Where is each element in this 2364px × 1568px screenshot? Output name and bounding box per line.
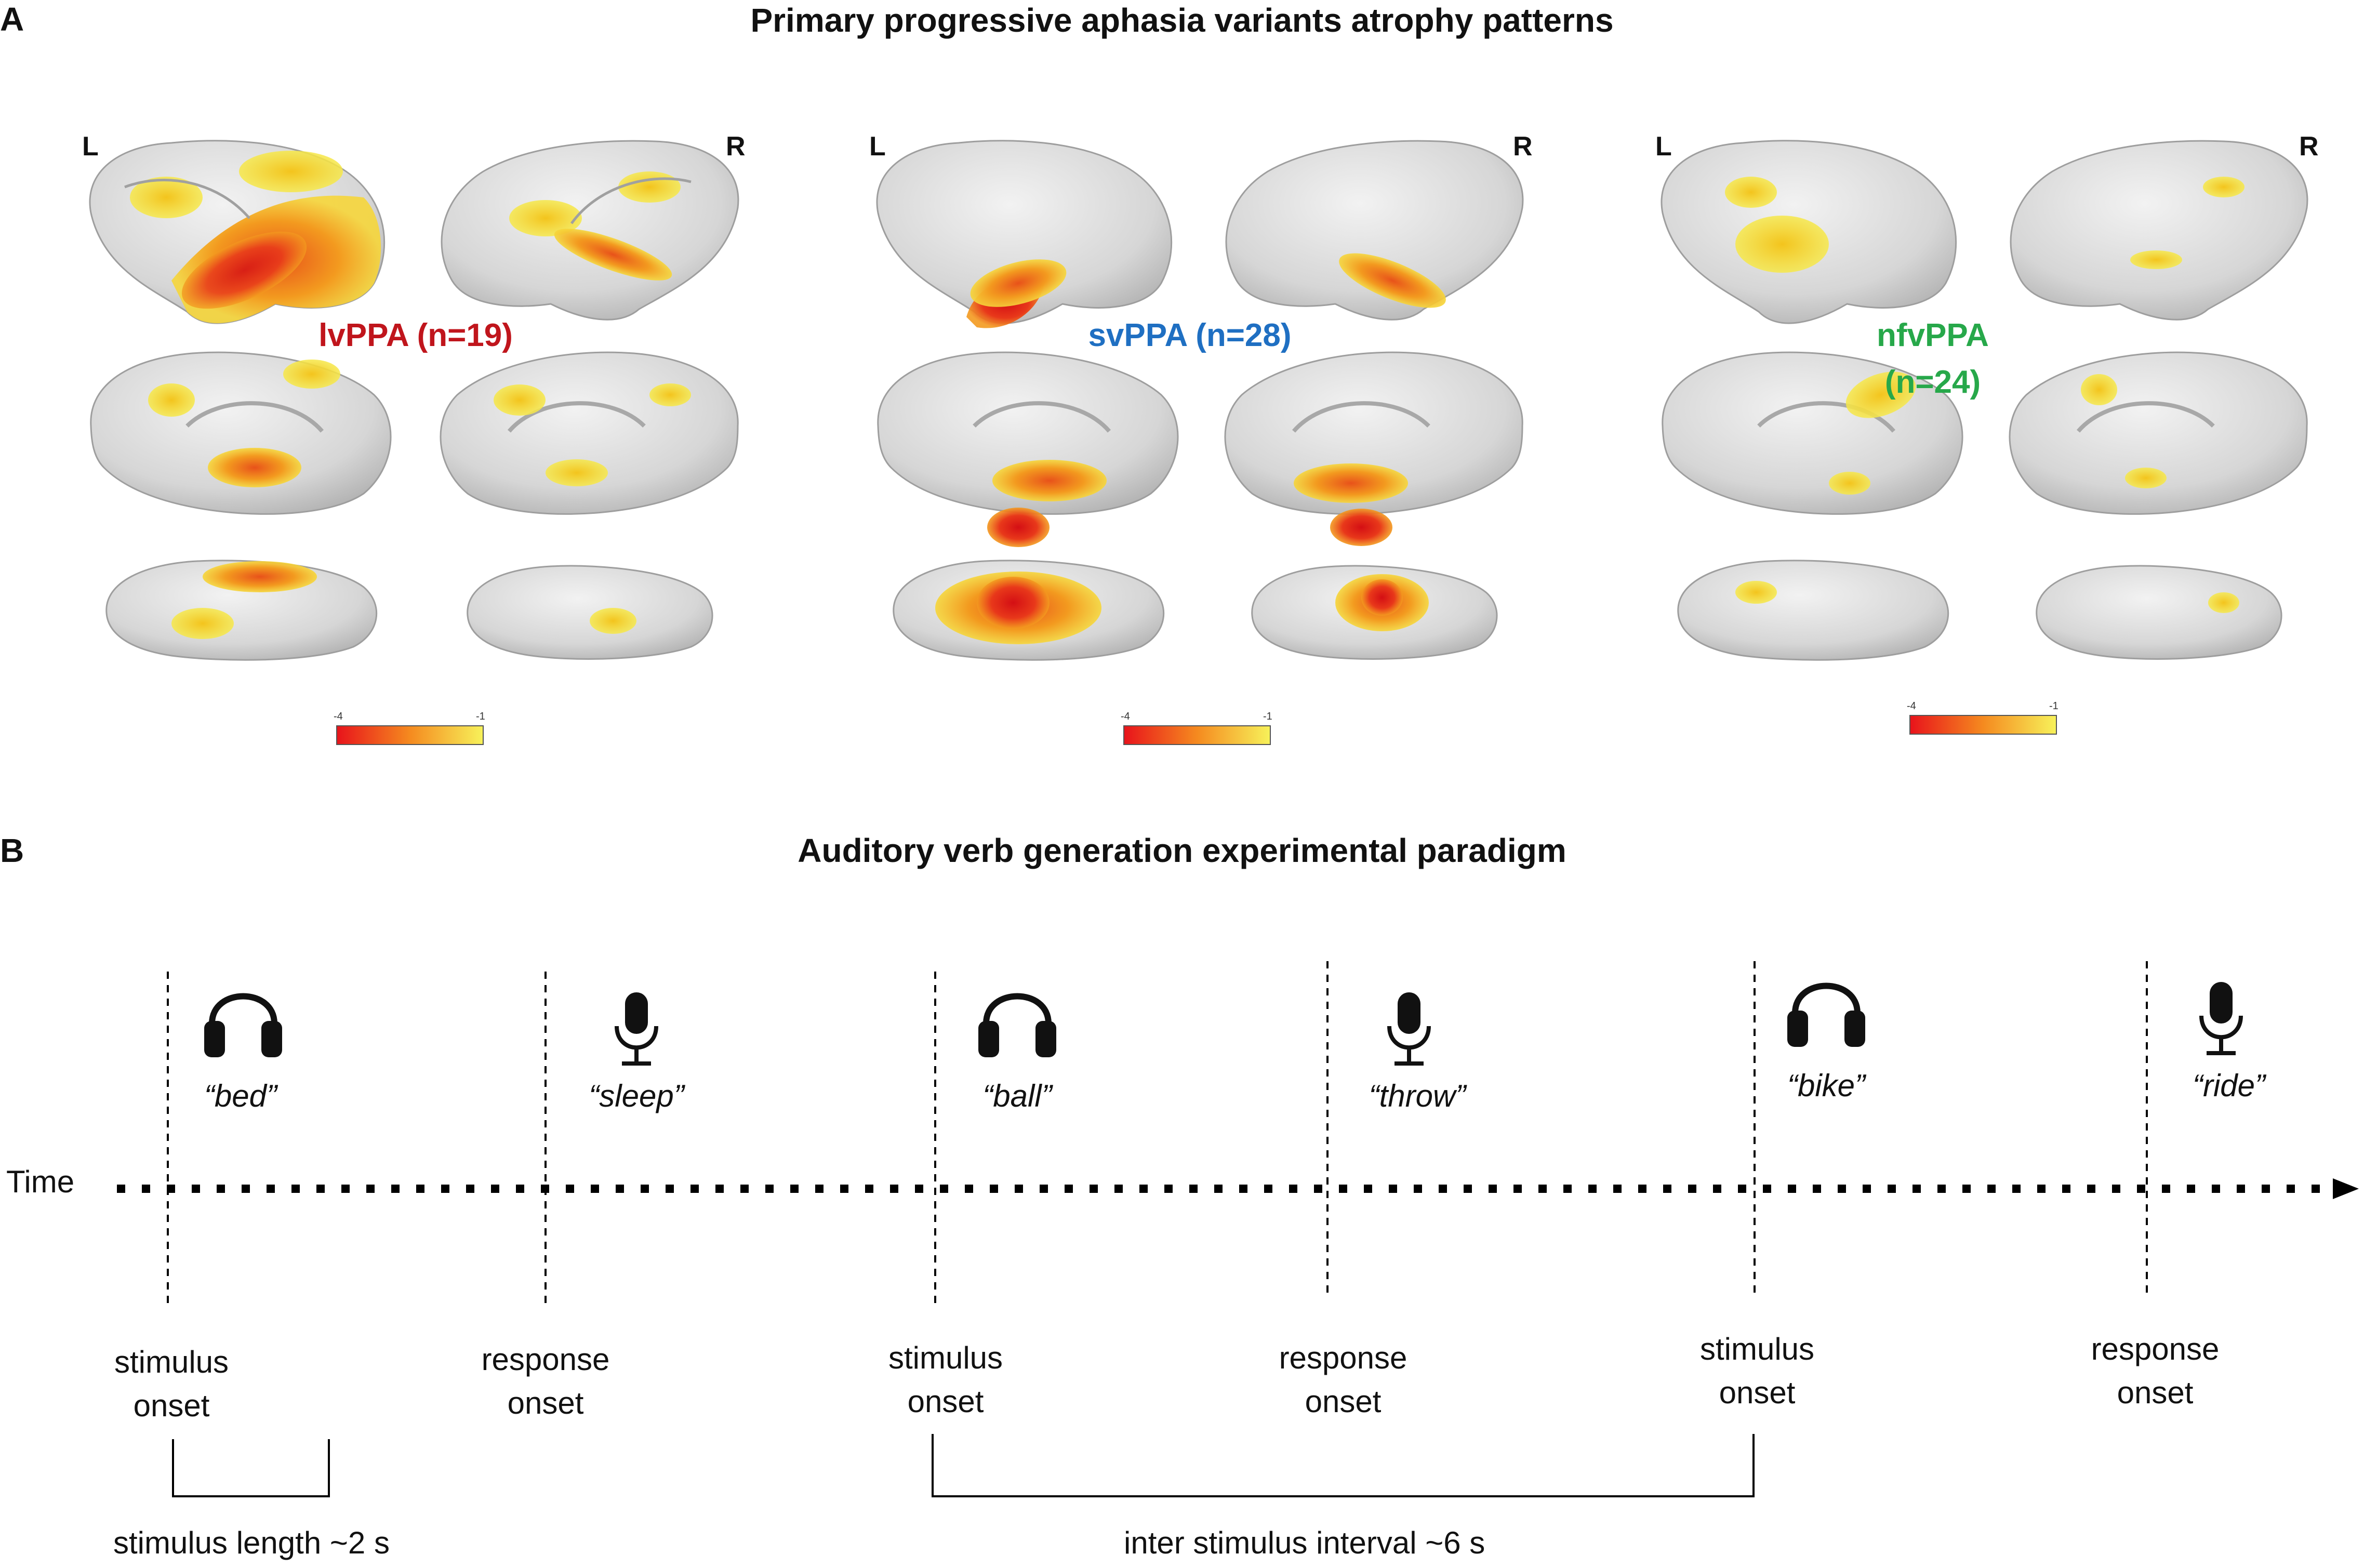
onset-label-4-line1: response: [1279, 1340, 1407, 1375]
nfvppa-colorbar: [1909, 715, 2057, 735]
nfvppa-group-label-name: nfvPPA: [1877, 317, 1989, 353]
panel-a-title: Primary progressive aphasia variants atr…: [750, 2, 1614, 39]
panel-b-title: Auditory verb generation experimental pa…: [798, 832, 1566, 869]
nfvppa-colorbar-min: -4: [1907, 700, 1916, 712]
svppa-left-hemisphere-label: L: [869, 131, 886, 162]
nfvppa-brain-set: [1661, 140, 2308, 735]
stimulus-word-1: “bed”: [204, 1079, 277, 1113]
time-axis-label: Time: [6, 1164, 75, 1199]
stimulus-length-bracket: [172, 1439, 330, 1497]
response-word-1: “sleep”: [589, 1079, 684, 1113]
onset-label-3-line1: stimulus: [888, 1340, 1003, 1375]
lvppa-brain-set: [89, 140, 739, 745]
svppa-brain-set: [876, 140, 1524, 745]
svppa-colorbar-min: -4: [1121, 711, 1130, 722]
svppa-colorbar-max: -1: [1263, 711, 1272, 722]
svppa-colorbar: [1123, 725, 1271, 745]
microphone-icon: [615, 992, 658, 1066]
nfvppa-left-lateral-brain: [1661, 140, 1957, 324]
stimulus-word-3: “bike”: [1787, 1068, 1866, 1103]
lvppa-colorbar-min: -4: [334, 711, 343, 722]
lvppa-right-lateral-brain: [441, 140, 739, 321]
lvppa-left-lateral-brain: [89, 140, 386, 324]
onset-label-3-line2: onset: [907, 1384, 984, 1419]
onset-label-5-line1: stimulus: [1699, 1332, 1815, 1366]
lvppa-left-medial-brain: [90, 351, 392, 515]
svppa-right-ventral-brain: [1251, 565, 1498, 660]
nfvppa-left-ventral-brain: [1677, 560, 1949, 661]
response-word-2: “throw”: [1369, 1079, 1466, 1113]
stimulus-length-label: stimulus length ~2 s: [113, 1525, 390, 1560]
stimulus-word-2: “ball”: [982, 1079, 1052, 1113]
nfvppa-right-hemisphere-label: R: [2299, 131, 2319, 162]
lvppa-right-hemisphere-label: R: [726, 131, 746, 162]
lvppa-right-ventral-brain: [467, 565, 713, 660]
microphone-icon: [1387, 992, 1431, 1066]
lvppa-right-medial-brain: [440, 351, 739, 515]
svppa-right-medial-brain: [1224, 351, 1523, 546]
onset-label-1: stimulus onset: [94, 1340, 249, 1428]
svppa-left-lateral-brain: [876, 140, 1173, 328]
nfvppa-left-hemisphere-label: L: [1655, 131, 1672, 162]
lvppa-group-label: lvPPA (n=19): [318, 317, 513, 353]
nfvppa-group-label-count: (n=24): [1884, 364, 1981, 400]
onset-label-1-line2: onset: [133, 1388, 210, 1423]
response-word-3: “ride”: [2192, 1068, 2265, 1103]
onset-label-3: stimulus onset: [868, 1336, 1024, 1424]
onset-label-1-line1: stimulus: [114, 1345, 229, 1379]
lvppa-colorbar: [336, 725, 484, 745]
onset-label-4-line2: onset: [1305, 1384, 1382, 1419]
svppa-group-label: svPPA (n=28): [1088, 317, 1292, 353]
headphones-icon: [978, 993, 1056, 1057]
onset-label-2-line2: onset: [507, 1386, 584, 1420]
svppa-right-hemisphere-label: R: [1513, 131, 1533, 162]
isi-bracket: [932, 1434, 1755, 1497]
svppa-right-lateral-brain: [1225, 140, 1524, 321]
lvppa-left-hemisphere-label: L: [82, 131, 99, 162]
onset-label-2: response onset: [468, 1338, 623, 1425]
panel-a-letter: A: [0, 1, 24, 38]
microphone-icon: [2199, 982, 2243, 1055]
headphones-icon: [1787, 982, 1865, 1047]
lvppa-left-ventral-brain: [105, 560, 378, 661]
nfvppa-right-medial-brain: [2009, 351, 2308, 515]
panel-b-letter: B: [0, 832, 24, 869]
onset-label-5: stimulus onset: [1679, 1327, 1835, 1415]
onset-label-6-line2: onset: [2117, 1375, 2194, 1410]
nfvppa-right-ventral-brain: [2036, 565, 2282, 660]
onset-label-6: response onset: [2077, 1327, 2233, 1415]
svppa-left-ventral-brain: [893, 560, 1165, 661]
svppa-left-medial-brain: [877, 351, 1179, 547]
nfvppa-colorbar-max: -1: [2049, 700, 2058, 712]
nfvppa-left-medial-brain: [1662, 351, 1963, 515]
headphones-icon: [204, 993, 282, 1057]
lvppa-colorbar-max: -1: [476, 711, 485, 722]
time-axis-arrowhead: [2333, 1178, 2359, 1199]
onset-label-2-line1: response: [481, 1342, 610, 1377]
brain-atrophy-maps: [89, 140, 2308, 745]
onset-label-5-line2: onset: [1719, 1375, 1796, 1410]
nfvppa-right-lateral-brain: [2010, 140, 2308, 321]
onset-label-6-line1: response: [2091, 1332, 2220, 1366]
isi-label: inter stimulus interval ~6 s: [1124, 1525, 1485, 1560]
onset-label-4: response onset: [1265, 1336, 1421, 1424]
